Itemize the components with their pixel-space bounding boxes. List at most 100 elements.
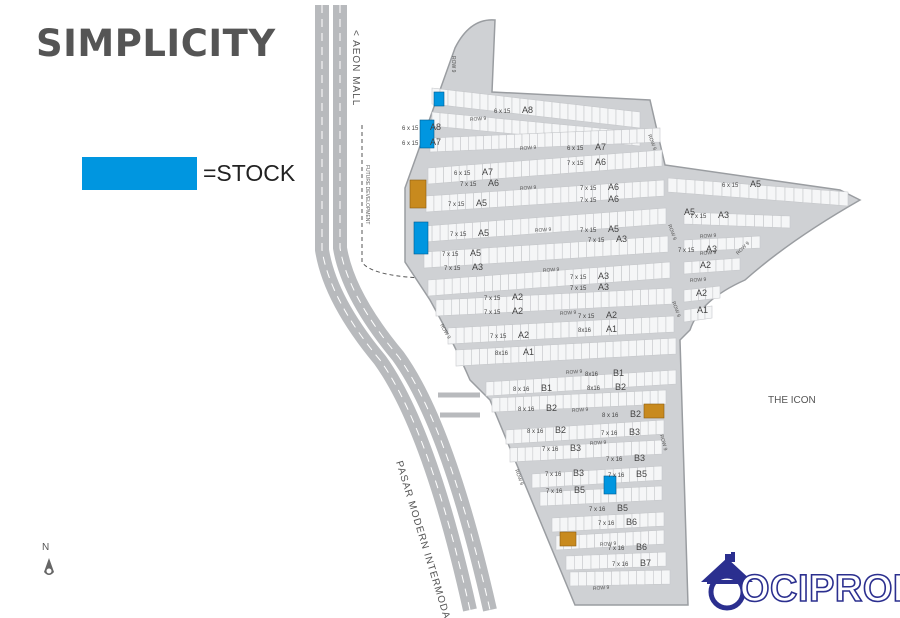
row-label: ROW 9 — [593, 585, 610, 592]
block-code-label: A2 — [606, 310, 617, 320]
lot — [447, 89, 457, 108]
lot — [455, 349, 465, 367]
lot — [630, 151, 639, 169]
lot — [552, 157, 561, 175]
lot — [646, 486, 655, 502]
lot-row — [447, 315, 675, 345]
lot — [659, 235, 669, 253]
lot — [463, 326, 473, 344]
lot — [521, 159, 530, 178]
lot — [600, 290, 610, 308]
lot — [766, 185, 777, 201]
lot — [838, 190, 849, 207]
lot-row — [427, 149, 663, 185]
lot — [653, 149, 663, 167]
lot — [537, 243, 547, 261]
lot — [633, 209, 643, 227]
lot — [683, 288, 692, 303]
lot — [463, 348, 473, 366]
lot — [594, 392, 604, 408]
lot — [616, 290, 626, 308]
lot-row — [565, 551, 667, 571]
lot-size-label: 8 x 16 — [513, 387, 530, 393]
lot — [476, 275, 485, 293]
lot — [559, 102, 569, 121]
lot-size-label: 7 x 15 — [442, 252, 459, 258]
lot — [578, 393, 588, 409]
lot-size-label: 8 x 16 — [527, 429, 544, 435]
row-label: ROW 9 — [646, 134, 657, 152]
lot — [475, 297, 484, 315]
lot — [483, 135, 492, 150]
row-label: ROW 9 — [670, 301, 681, 319]
block-code-label: B3 — [634, 453, 645, 463]
lot — [617, 531, 626, 547]
block-code-label: A3 — [616, 234, 627, 244]
sold-lot-marker — [409, 179, 427, 209]
block-code-label: B6 — [626, 517, 637, 527]
lot — [488, 220, 497, 238]
lot — [640, 288, 649, 306]
lot — [577, 292, 586, 310]
row-label: ROW 9 — [470, 116, 487, 123]
lot — [712, 181, 723, 197]
lot — [649, 316, 659, 334]
block-code-label: B5 — [636, 469, 647, 479]
lot — [647, 512, 657, 528]
lot — [652, 127, 661, 143]
lot-row — [425, 179, 665, 213]
block-code-label: B7 — [640, 558, 651, 568]
lot — [570, 393, 580, 409]
lot — [511, 96, 521, 115]
lot — [553, 242, 563, 260]
lot — [657, 389, 667, 405]
lot — [496, 246, 506, 264]
lot — [623, 109, 633, 128]
lot — [811, 188, 822, 205]
block-code-label: A3 — [718, 210, 729, 220]
lot-size-label: 7 x 16 — [545, 472, 562, 478]
lot — [439, 223, 449, 242]
lot-row — [485, 369, 677, 397]
lot — [604, 373, 613, 389]
lot — [610, 391, 619, 407]
lot — [491, 397, 501, 413]
row-label: ROW 9 — [590, 440, 607, 447]
lot — [491, 134, 500, 150]
lot — [505, 161, 515, 179]
block-code-label: A7 — [482, 167, 493, 177]
lot — [667, 369, 677, 385]
lot-row — [683, 235, 761, 253]
lot — [654, 439, 663, 455]
lot — [552, 321, 562, 339]
lot — [629, 128, 638, 144]
block-label: A2 — [696, 288, 707, 298]
lot — [545, 426, 554, 442]
block-code-label: A6 — [608, 194, 619, 204]
lot — [588, 469, 598, 485]
lot — [624, 289, 633, 307]
lot — [542, 344, 551, 362]
lot — [516, 272, 526, 290]
block-code-label: B3 — [629, 427, 640, 437]
lot — [661, 261, 671, 279]
lot — [530, 294, 539, 312]
lot — [536, 322, 546, 340]
lot — [532, 271, 542, 289]
lot — [517, 446, 526, 462]
lot — [676, 178, 687, 194]
lot — [543, 100, 553, 119]
lot — [545, 243, 555, 261]
lot — [435, 278, 445, 296]
lot-row — [683, 257, 741, 275]
block-code-label: A7 — [430, 137, 441, 147]
lot — [581, 342, 590, 360]
lot — [592, 319, 602, 337]
lot — [621, 129, 630, 144]
lot — [459, 276, 469, 294]
